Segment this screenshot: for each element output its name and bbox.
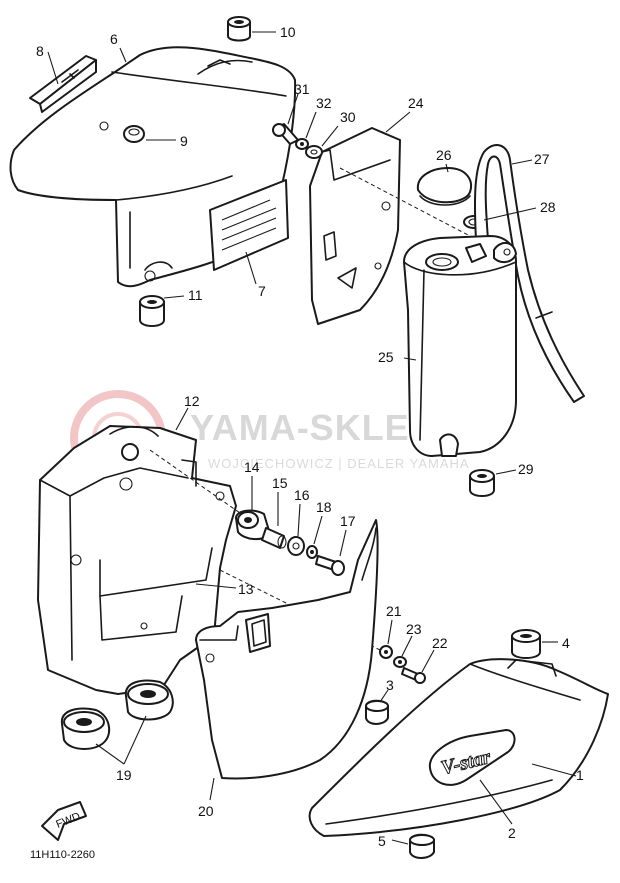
part-10-grommet — [227, 16, 251, 42]
part-17-bolt — [315, 555, 345, 576]
callout-14: 14 — [244, 459, 260, 475]
callout-28: 28 — [540, 199, 556, 215]
part-19-grommets — [60, 679, 174, 750]
callout-11: 11 — [188, 287, 203, 303]
callout-10: 10 — [280, 24, 296, 40]
callout-13: 13 — [238, 581, 254, 597]
callout-30: 30 — [340, 109, 356, 125]
part-15-collar — [261, 527, 287, 549]
part-11-grommet — [139, 295, 165, 327]
callout-29: 29 — [518, 461, 534, 477]
part-26-cap — [416, 167, 472, 206]
part-27-hose — [473, 144, 585, 403]
assembly-line-24-25 — [339, 167, 471, 237]
part-21-washer — [379, 645, 393, 659]
callout-5: 5 — [378, 833, 386, 849]
callout-27: 27 — [534, 151, 550, 167]
part-25-reservoir-tank — [403, 235, 517, 457]
callout-31: 31 — [294, 81, 310, 97]
callout-18: 18 — [316, 499, 332, 515]
part-9-grommet — [123, 125, 145, 143]
callout-26: 26 — [436, 147, 452, 163]
part-5-grommet — [409, 833, 435, 859]
callout-4: 4 — [562, 635, 570, 651]
callout-20: 20 — [198, 803, 214, 819]
callout-2: 2 — [508, 825, 516, 841]
callout-16: 16 — [294, 487, 310, 503]
callout-6: 6 — [110, 31, 118, 47]
callout-32: 32 — [316, 95, 332, 111]
part-22-bolt — [401, 667, 426, 684]
part-16-washer — [287, 536, 305, 556]
callout-21: 21 — [386, 603, 402, 619]
callout-23: 23 — [406, 621, 422, 637]
part-24-bracket-plate — [309, 127, 401, 325]
watermark-subtitle: WOJCIECHOWICZ | DEALER YAMAHA — [208, 456, 470, 471]
part-29-grommet — [469, 469, 495, 497]
assembly-line-12-14 — [149, 449, 251, 521]
part-4-grommet — [511, 629, 541, 659]
callout-22: 22 — [432, 635, 448, 651]
callout-17: 17 — [340, 513, 356, 529]
part-20-lower-cover — [195, 519, 379, 780]
callout-19: 19 — [116, 767, 132, 783]
part-30-collar — [305, 145, 323, 159]
callout-15: 15 — [272, 475, 288, 491]
callout-numbers: 8 6 9 10 11 7 31 32 30 24 26 27 28 25 29… — [36, 24, 584, 849]
callout-3: 3 — [386, 677, 394, 693]
callout-12: 12 — [184, 393, 200, 409]
callout-1: 1 — [576, 767, 584, 783]
callout-8: 8 — [36, 43, 44, 59]
callout-25: 25 — [378, 349, 394, 365]
callout-7: 7 — [258, 283, 266, 299]
part-18-washer — [306, 545, 318, 559]
leader-lines — [47, 31, 577, 845]
part-12-battery-box — [37, 425, 237, 695]
fwd-arrow-icon: FWD — [41, 801, 87, 841]
part-23-nut — [393, 656, 407, 668]
part-3-grommet — [365, 699, 389, 725]
part-7-label — [209, 179, 289, 271]
part-32-washer — [295, 138, 309, 150]
callout-9: 9 — [180, 133, 188, 149]
callout-24: 24 — [408, 95, 424, 111]
part-8-bracket — [29, 55, 97, 113]
drawing-code: 11H110-2260 — [30, 849, 95, 861]
